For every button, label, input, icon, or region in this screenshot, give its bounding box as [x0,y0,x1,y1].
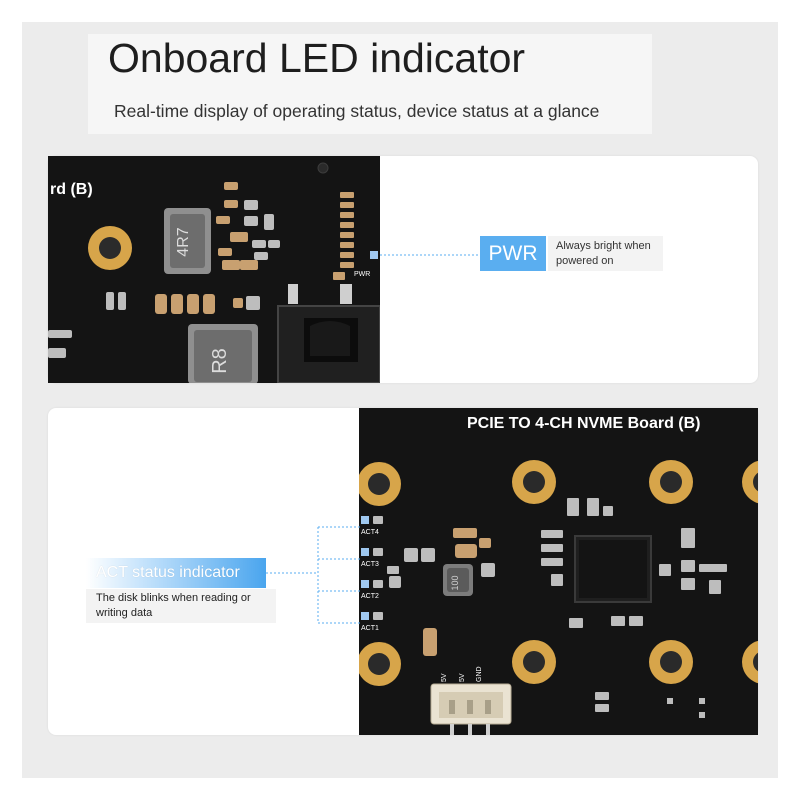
svg-text:100: 100 [450,575,460,590]
smd-components [155,182,354,314]
act-card: PCIE TO 4-CH NVME Board (B) ACT4 ACT3 AC… [48,408,758,735]
pwr-badge: PWR [480,236,546,271]
gnd-label: GND [476,666,483,682]
act-leds [361,516,369,620]
svg-text:4R7: 4R7 [175,227,192,256]
gold-mounting-holes [359,460,758,686]
pwr-leader-line [380,254,480,256]
board-title: PCIE TO 4-CH NVME Board (B) [467,415,701,432]
5v-label-1: 5V [441,673,448,682]
capacitor [423,628,437,656]
pwr-description: Always bright when powered on [556,240,651,267]
act-description-box [86,589,276,623]
pcb-photo-power-section: rd (B) 4R7 R8 [48,156,380,383]
5v-label-2: 5V [459,673,466,682]
pwr-silkscreen: PWR [354,271,370,278]
board-title-fragment: rd (B) [50,181,93,198]
act-description: The disk blinks when reading or writing … [96,592,251,619]
pwr-description-box [548,236,663,271]
page-title: Onboard LED indicator [108,35,526,81]
act-leader-lines [266,526,361,624]
act3-label: ACT3 [361,561,379,568]
power-connector [430,683,512,735]
page-subtitle: Real-time display of operating status, d… [114,101,600,121]
svg-text:R8: R8 [209,348,231,374]
pwr-led [370,251,378,259]
act-status-badge: ACT status indicator [86,558,266,588]
act-status-label: ACT status indicator [96,564,240,581]
act2-label: ACT2 [361,593,379,600]
header-panel [88,34,652,134]
pcb-photo-nvme-board: PCIE TO 4-CH NVME Board (B) ACT4 ACT3 AC… [359,408,758,735]
act1-label: ACT1 [361,625,379,632]
dc-jack-pins [288,284,298,304]
act4-label: ACT4 [361,529,379,536]
